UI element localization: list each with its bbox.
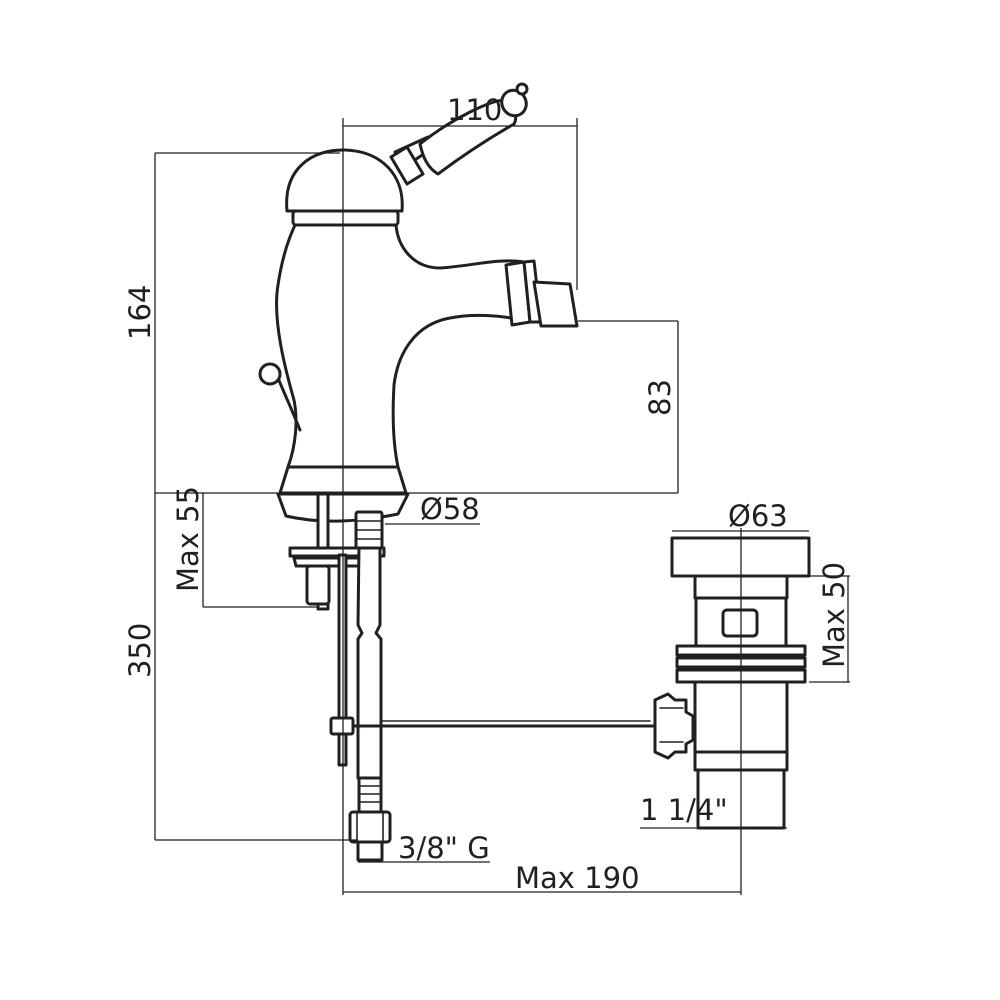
dim-waste-diameter: Ø63 xyxy=(728,499,788,533)
dim-max-reach: Max 190 xyxy=(515,861,640,895)
rod-clamp xyxy=(329,716,355,736)
hose-bottom-thread xyxy=(357,776,383,814)
handle-collar xyxy=(389,145,425,186)
spout-nozzle xyxy=(504,259,579,328)
mounting-nut xyxy=(305,564,331,606)
dim-handle-span: 110 xyxy=(447,93,502,127)
popup-waste xyxy=(653,536,811,830)
handle-knob xyxy=(500,88,528,118)
mixer-body xyxy=(275,148,532,523)
nozzle-head xyxy=(532,280,579,328)
lift-rod-shaft xyxy=(276,376,302,432)
lever-handle xyxy=(389,82,529,186)
under-deck-fittings xyxy=(288,492,657,862)
dim-supply-thread: 3/8" G xyxy=(398,831,490,865)
waste-gear-nut xyxy=(653,692,695,760)
handle-knob-top xyxy=(515,82,529,96)
body-with-spout xyxy=(275,223,532,469)
dome-ring xyxy=(291,209,400,227)
dim-waste-thread: 1 1/4" xyxy=(640,793,728,827)
dim-waste-max: Max 50 xyxy=(817,562,851,668)
dim-deck-max: Max 55 xyxy=(171,486,205,592)
lift-rod-knob xyxy=(258,362,282,386)
handle-porcelain xyxy=(418,98,518,176)
dimension-labels: 110 164 83 Ø58 Max 55 350 Ø63 Max 50 1 1… xyxy=(123,93,851,895)
supply-tail xyxy=(356,840,384,862)
dim-total-height: 164 xyxy=(123,285,157,340)
dim-base-diameter: Ø58 xyxy=(420,492,480,526)
dim-hose-length: 350 xyxy=(123,623,157,678)
popup-lift-rod xyxy=(258,362,302,432)
dimension-lines xyxy=(154,118,850,895)
waste-window xyxy=(721,608,759,638)
dim-spout-height: 83 xyxy=(643,379,677,416)
dome-cap xyxy=(285,148,404,213)
supply-hex-nut xyxy=(348,810,392,844)
supply-hose xyxy=(356,543,383,780)
